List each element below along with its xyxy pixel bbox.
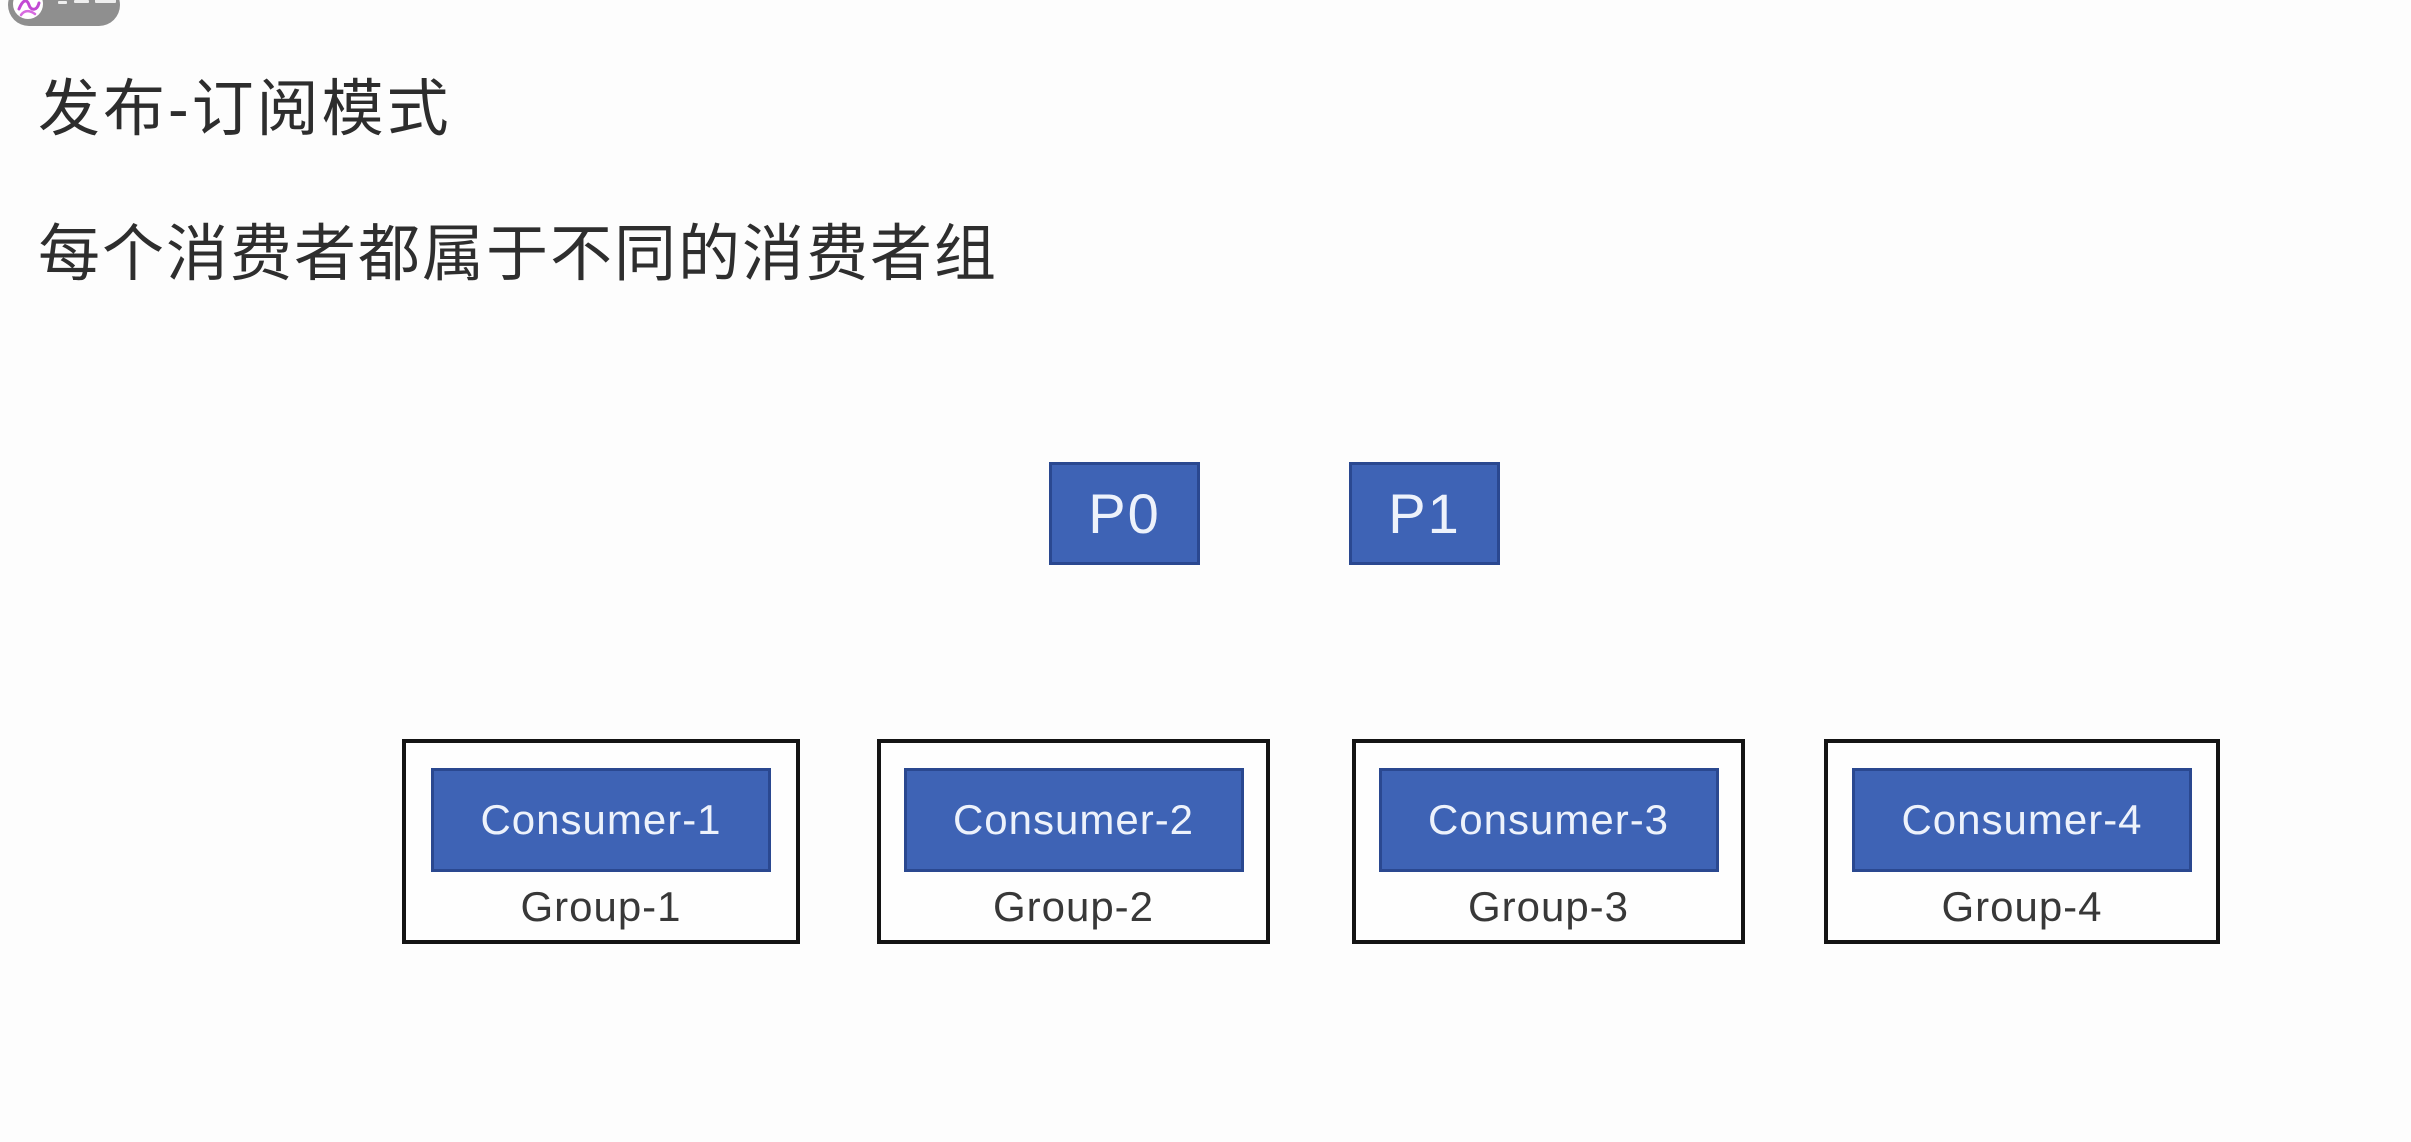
consumer-label: Consumer-2 — [952, 796, 1195, 843]
group-label-3: Group-3 — [1467, 883, 1630, 930]
consumer-box-2: Consumer-2 — [903, 768, 1244, 872]
watermark-text-fragment — [74, 0, 89, 3]
watermark-badge — [8, 0, 120, 26]
watermark-logo-icon — [13, 0, 43, 19]
consumer-label: Consumer-3 — [1427, 796, 1670, 843]
partition-box-p1: P1 — [1349, 462, 1500, 565]
consumer-box-4: Consumer-4 — [1852, 768, 2192, 872]
page-subtitle: 每个消费者都属于不同的消费者组 — [38, 220, 999, 289]
consumer-label: Consumer-4 — [1901, 796, 2143, 843]
partition-label: P0 — [1088, 482, 1161, 545]
consumer-box-3: Consumer-3 — [1378, 768, 1719, 872]
group-label-4: Group-4 — [1941, 883, 2103, 930]
watermark-text-fragment — [58, 1, 67, 4]
partition-box-p0: P0 — [1049, 462, 1200, 565]
partition-label: P1 — [1388, 482, 1461, 545]
page-title: 发布-订阅模式 — [38, 75, 452, 144]
consumer-group-box-4: Consumer-4 Group-4 — [1824, 739, 2220, 944]
group-label-2: Group-2 — [992, 883, 1155, 930]
consumer-group-box-2: Consumer-2 Group-2 — [877, 739, 1270, 944]
watermark-text-fragment — [95, 0, 116, 3]
group-label-1: Group-1 — [520, 883, 682, 930]
consumer-label: Consumer-1 — [480, 796, 722, 843]
consumer-group-box-1: Consumer-1 Group-1 — [402, 739, 800, 944]
consumer-box-1: Consumer-1 — [431, 768, 771, 872]
consumer-group-box-3: Consumer-3 Group-3 — [1352, 739, 1745, 944]
